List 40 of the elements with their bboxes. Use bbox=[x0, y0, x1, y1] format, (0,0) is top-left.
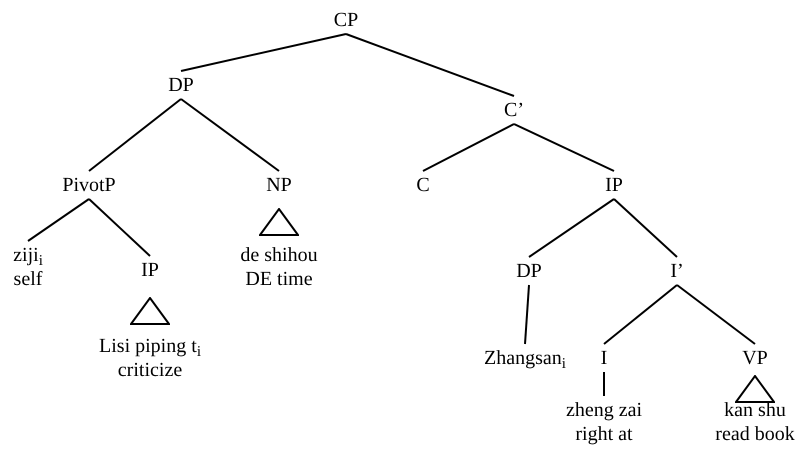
triangle-symbol bbox=[735, 375, 775, 403]
node-label: NP bbox=[266, 173, 292, 197]
gloss-text: self bbox=[14, 267, 42, 291]
node-label: VP bbox=[742, 346, 768, 370]
gloss-text: criticize bbox=[118, 358, 182, 382]
tree-branch bbox=[603, 284, 678, 345]
tree-branch bbox=[524, 284, 530, 344]
node-label: C’ bbox=[504, 98, 524, 122]
node-label: kan shu bbox=[724, 398, 786, 422]
node-label: DP bbox=[516, 259, 542, 283]
node-label: ziji$_{i}$ bbox=[13, 243, 43, 267]
node-label: zheng zai bbox=[566, 398, 642, 422]
triangle-symbol bbox=[259, 208, 299, 236]
node-label: PivotP bbox=[62, 173, 116, 197]
gloss-text: DE time bbox=[245, 267, 313, 291]
node-label: C bbox=[416, 173, 430, 197]
node-label: I’ bbox=[670, 259, 684, 283]
node-label: Zhangsan$_{i}$ bbox=[484, 346, 566, 370]
node-label: Lisi piping t$_{i}$ bbox=[99, 334, 201, 358]
tree-branch bbox=[27, 198, 90, 242]
tree-branch bbox=[514, 123, 614, 172]
tree-branch bbox=[346, 33, 514, 97]
tree-branch bbox=[613, 198, 678, 258]
tree-branch bbox=[676, 284, 756, 345]
node-label: IP bbox=[141, 258, 159, 282]
node-label: IP bbox=[605, 173, 623, 197]
tree-branch bbox=[422, 123, 514, 172]
node-label: I bbox=[600, 346, 608, 370]
node-label: CP bbox=[334, 8, 358, 32]
gloss-text: right at bbox=[575, 422, 633, 446]
node-label: DP bbox=[168, 73, 194, 97]
triangle-symbol bbox=[130, 297, 170, 325]
tree-branch bbox=[88, 98, 182, 172]
tree-branch bbox=[180, 98, 280, 172]
gloss-text: read book bbox=[715, 422, 795, 446]
tree-branch bbox=[528, 198, 615, 258]
node-label: de shihou bbox=[240, 243, 318, 267]
tree-branch bbox=[180, 33, 346, 72]
tree-branch bbox=[88, 198, 151, 257]
tree-branch bbox=[603, 372, 605, 396]
